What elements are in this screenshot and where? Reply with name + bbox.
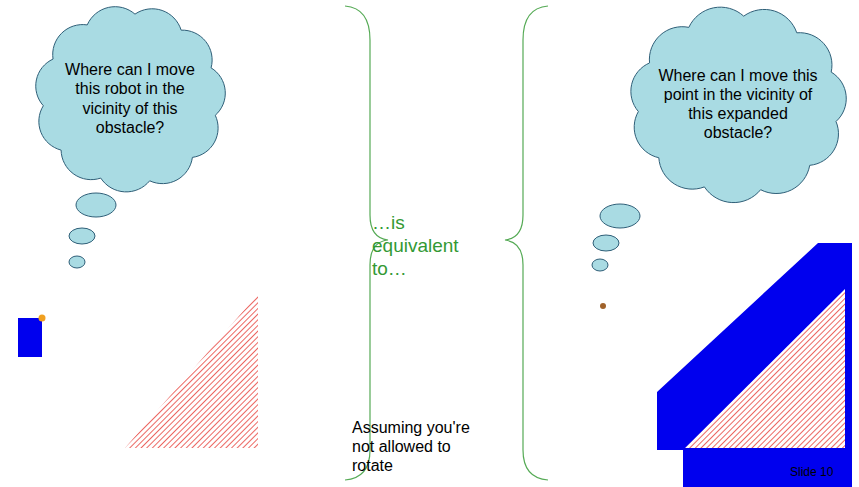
robot [18,318,42,357]
thought-cloud: Where can I move this robot in the vicin… [35,6,225,191]
equivalence-note: …is equivalent to… [372,212,472,280]
bubble-tail [69,193,640,271]
cloud-text: Where can I move this point in the vicin… [658,66,818,143]
assumption-note: Assuming you're not allowed to rotate [352,418,492,476]
brace [505,6,548,480]
cloud-outline [631,7,846,202]
cloud-outline [36,7,226,192]
reference-point [39,315,46,322]
obstacle [685,289,845,448]
cloud-text: Where can I move this robot in the vicin… [55,60,205,137]
point [600,303,606,309]
expanded-obstacle [657,243,852,487]
obstacle [125,294,258,448]
cloud-outline [630,8,846,200]
slide-number: Slide 10 [790,465,850,479]
thought-cloud: Where can I move this point in the vicin… [630,8,846,200]
cloud-outline [35,6,225,191]
